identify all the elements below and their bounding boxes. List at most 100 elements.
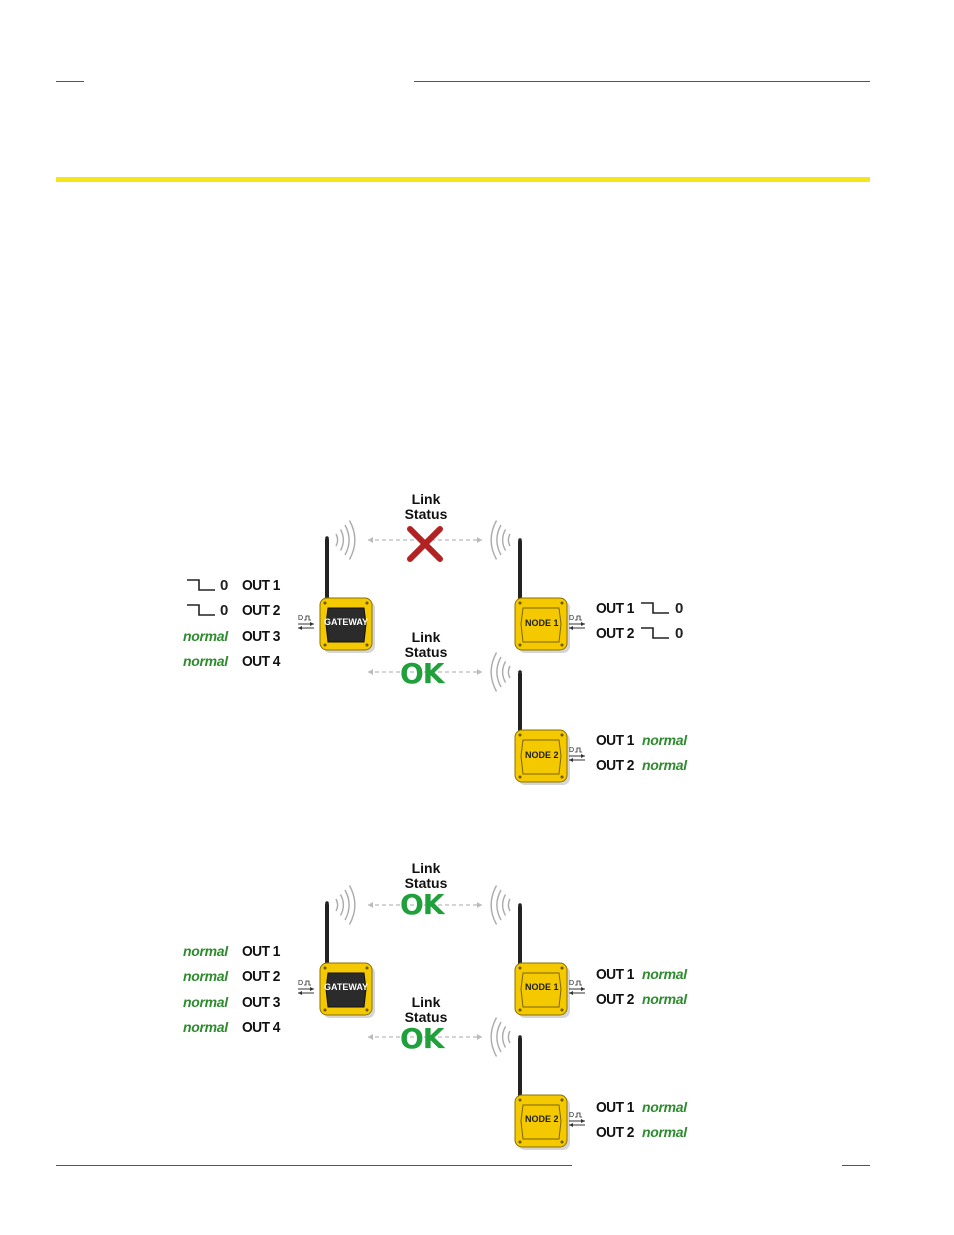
gateway-device-label: GATEWAY (324, 982, 369, 992)
node2-io-pulse-icon (575, 1112, 582, 1118)
link2-arrowhead-left (368, 1034, 373, 1040)
node1-out1-pulse-icon (641, 602, 669, 614)
link2-title: Link Status (404, 629, 448, 660)
node1-face (520, 972, 562, 1008)
node1-wave-icon (490, 885, 498, 925)
link2-title: Link Status (404, 994, 448, 1025)
node1-io-arrowhead-right (581, 622, 585, 626)
node2-out2-label: OUT 2 (596, 1124, 634, 1141)
node1-antenna-tip (518, 903, 522, 907)
gateway-out4-label: OUT 4 (242, 1019, 280, 1036)
node2-wave-icon (496, 656, 502, 688)
gateway-top-wave-icon (339, 894, 345, 916)
node1-device-label: NODE 1 (525, 982, 559, 992)
node1-io-arrowhead-left (569, 626, 573, 630)
node1-io-label: D (569, 615, 574, 622)
gateway-top-wave-icon (335, 898, 339, 912)
gateway-top-wave-icon (348, 520, 356, 560)
node2-face (520, 739, 562, 775)
node1-screw3 (518, 1008, 522, 1012)
link2-ok-text: OK (400, 1022, 444, 1055)
node2-io-arrowhead-right (581, 1119, 585, 1123)
node2-wave-icon (507, 665, 511, 679)
gateway-io-arrowhead-left (298, 626, 302, 630)
footer-rule-left (56, 1165, 572, 1166)
node2-wave-icon (507, 1030, 511, 1044)
gateway-out4-label: OUT 4 (242, 653, 280, 670)
node2-device-label: NODE 2 (525, 1114, 559, 1124)
node1-screw2 (560, 966, 564, 970)
gateway-out1-label: OUT 1 (242, 943, 280, 960)
link2-arrowhead-right (477, 1034, 482, 1040)
header-rule-right (414, 81, 870, 82)
gateway-io-pulse-icon (304, 980, 311, 986)
node2-io-arrowhead-left (569, 1123, 573, 1127)
gateway-out3-state: normal (183, 994, 228, 1010)
node1-wave-icon (496, 524, 502, 556)
node2-io-label: D (569, 1112, 574, 1119)
gateway-screw4 (365, 643, 369, 647)
link1-arrowhead-left (368, 537, 373, 543)
node1-wave-icon (507, 898, 511, 912)
gateway-out1-state: 0 (220, 577, 229, 594)
gateway-screw2 (365, 601, 369, 605)
node1-out2-pulse-icon (641, 627, 669, 639)
link1-title: Link Status (404, 491, 448, 522)
node1-face (520, 607, 562, 643)
gateway-face (325, 607, 367, 643)
gateway-out2-label: OUT 2 (242, 968, 280, 985)
node2-screw3 (518, 775, 522, 779)
gateway-io-arrowhead-right (310, 622, 314, 626)
node1-out1-state: 0 (675, 600, 684, 617)
gateway-io-arrowhead-left (298, 991, 302, 995)
node2-wave-icon (490, 652, 498, 692)
footer-rule-right (842, 1165, 870, 1166)
node2-antenna-tip (518, 1035, 522, 1039)
link1-ok-text: OK (400, 888, 444, 921)
gateway-out2-state: normal (183, 968, 228, 984)
node2-out2-label: OUT 2 (596, 757, 634, 774)
gateway-io-label: D (298, 615, 303, 622)
node2-screw1 (518, 733, 522, 737)
node2-face (520, 1104, 562, 1140)
node1-io-label: D (569, 980, 574, 987)
section-yellow-bar (56, 177, 870, 182)
node1-wave-icon (496, 889, 502, 921)
node2-io-arrowhead-left (569, 758, 573, 762)
node2-out1-label: OUT 1 (596, 1099, 634, 1116)
gateway-screw2 (365, 966, 369, 970)
gateway-out3-label: OUT 3 (242, 628, 280, 645)
gateway-top-wave-icon (348, 885, 356, 925)
gateway-out1-pulse-icon (187, 579, 215, 591)
node1-io-arrowhead-right (581, 987, 585, 991)
node1-io-pulse-icon (575, 980, 582, 986)
node1-out2-state: normal (642, 991, 687, 1007)
node2-wave-icon (501, 1026, 507, 1048)
node1-screw4 (560, 1008, 564, 1012)
node1-screw3 (518, 643, 522, 647)
header-rule-left (56, 81, 84, 82)
node2-wave-icon (496, 1021, 502, 1053)
link2-ok-text: OK (400, 657, 444, 690)
gateway-out1-state: normal (183, 943, 228, 959)
gateway-screw1 (323, 601, 327, 605)
link2-arrowhead-right (477, 669, 482, 675)
node2-wave-icon (501, 661, 507, 683)
node1-io-pulse-icon (575, 615, 582, 621)
link1-red-x-icon-2 (407, 526, 443, 562)
gateway-device-label: GATEWAY (324, 617, 369, 627)
node1-wave-icon (501, 529, 507, 551)
gateway-out4-state: normal (183, 653, 228, 669)
node2-out2-state: normal (642, 757, 687, 773)
node1-wave-icon (501, 894, 507, 916)
link1-arrowhead-right (477, 537, 482, 543)
node1-screw2 (560, 601, 564, 605)
node1-out2-label: OUT 2 (596, 991, 634, 1008)
node1-screw1 (518, 966, 522, 970)
link1-arrowhead-right (477, 902, 482, 908)
node1-antenna-tip (518, 538, 522, 542)
gateway-face (325, 972, 367, 1008)
node1-screw1 (518, 601, 522, 605)
